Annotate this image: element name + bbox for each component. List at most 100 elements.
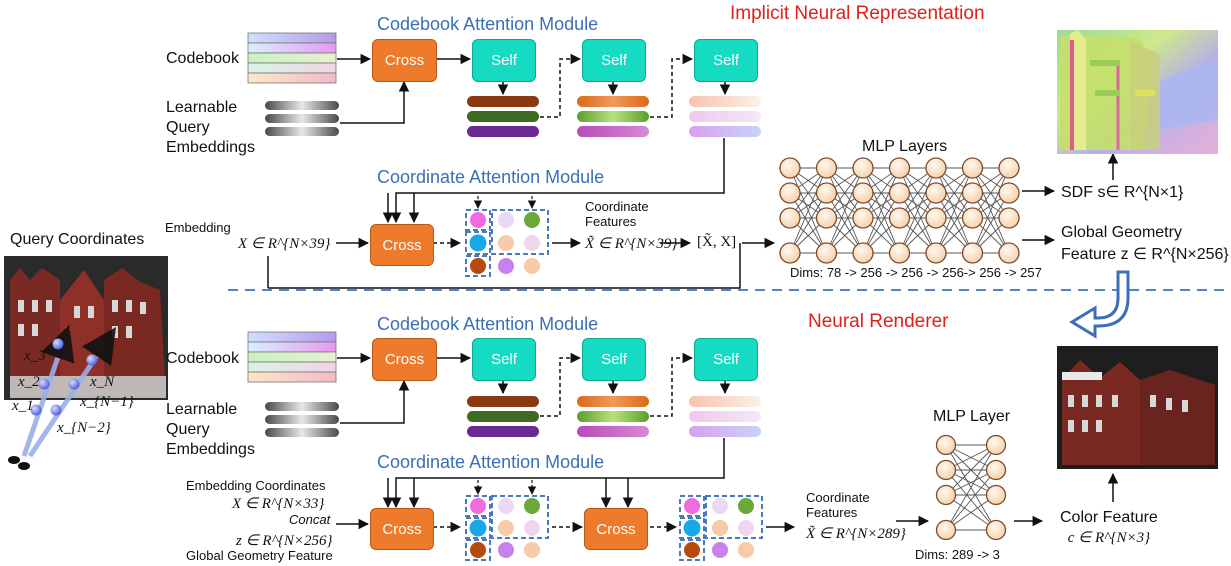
query-emb-line-2: Query: [166, 119, 210, 136]
embedding-label: Embedding: [165, 220, 231, 235]
mlp-node: [961, 182, 984, 204]
mlp-edge: [789, 192, 827, 254]
mlp-node: [935, 484, 957, 506]
mlp-node: [925, 182, 947, 204]
query-emb-line-1-bottom: Learnable: [166, 401, 238, 418]
coord-features-line-1: Coordinate: [585, 199, 649, 214]
coordinate-features-label-top: Coordinate Features: [585, 199, 649, 229]
mlp-node: [779, 242, 801, 264]
mlp-node: [779, 182, 801, 204]
query-emb-line-2-bottom: Query: [166, 421, 210, 438]
mlp-node: [925, 242, 947, 264]
coordinate-module-title-bottom: Coordinate Attention Module: [377, 452, 605, 472]
mlp-edge: [826, 167, 864, 254]
token-stack-2-top: [577, 96, 649, 137]
mlp-node: [925, 157, 947, 179]
ray-label-xn-1: x_{N−1}: [80, 394, 134, 410]
mlp-edge: [945, 444, 997, 496]
mlp-node: [998, 182, 1020, 204]
mlp-edge: [899, 192, 937, 254]
mlp-node: [985, 434, 1007, 456]
coord-features-line-1-bottom: Coordinate: [806, 490, 870, 505]
mlp-dims-bottom: Dims: 289 -> 3: [915, 547, 1000, 562]
cross-attention-block-bottom: Cross: [372, 338, 437, 381]
mlp-layer-network: [935, 434, 1007, 541]
color-feature-label: Color Feature c ∈ R^{N×3}: [1060, 508, 1158, 548]
mlp-node: [815, 157, 838, 179]
query-emb-line-3: Embeddings: [166, 139, 255, 156]
mlp-node: [852, 242, 874, 264]
color-feature-line-1: Color Feature: [1060, 509, 1158, 526]
mlp-node: [961, 157, 984, 179]
coord-features-line-2-bottom: Features: [806, 505, 858, 520]
camera-rays: [8, 324, 117, 470]
mlp-layers-title: MLP Layers: [862, 138, 948, 155]
coordinate-module-title-top: Coordinate Attention Module: [377, 167, 605, 187]
query-embeddings-bottom: [265, 402, 339, 437]
mlp-node: [961, 207, 984, 229]
mlp-node: [935, 459, 957, 481]
mlp-edge: [862, 192, 900, 254]
token-stack-1-bottom: [467, 396, 539, 437]
coordinate-token-grid-top: [465, 196, 549, 277]
mlp-node: [815, 242, 838, 264]
mlp-layers-network: [779, 157, 1020, 264]
embedding-coordinates-label: Embedding Coordinates: [186, 478, 326, 493]
mlp-node: [779, 157, 801, 179]
query-embeddings-label-bottom: Learnable Query Embeddings: [166, 400, 255, 460]
global-geometry-line-2: Feature z ∈ R^{N×256}: [1061, 246, 1229, 263]
mlp-layer-title: MLP Layer: [933, 408, 1011, 425]
sdf-output-label: SDF s∈ R^{N×1}: [1061, 184, 1184, 201]
mlp-edge: [935, 167, 973, 254]
codebook-module-title-top: Codebook Attention Module: [377, 14, 599, 34]
mlp-node: [815, 182, 838, 204]
cross-attention-coord-bottom-2: Cross: [584, 508, 648, 550]
ray-label-xn: x_N: [90, 374, 115, 390]
query-coordinates-label: Query Coordinates: [10, 231, 145, 248]
ray-label-x2: x_2: [18, 374, 40, 390]
mlp-edge: [826, 192, 864, 254]
coordinate-features-label-bottom: Coordinate Features: [806, 490, 870, 520]
mlp-edge: [789, 167, 827, 254]
self-attention-block-3-top: Self: [694, 39, 758, 82]
self-attention-block-1-top: Self: [472, 39, 536, 82]
mlp-node: [852, 182, 874, 204]
codebook-label-top: Codebook: [166, 50, 239, 67]
global-geometry-label: Global Geometry Feature z ∈ R^{N×256}: [1061, 222, 1229, 266]
codebook-stack-bottom: [247, 331, 337, 383]
mlp-node: [935, 519, 957, 541]
ray-label-xn-2: x_{N−2}: [57, 420, 111, 436]
cross-attention-coord-top: Cross: [370, 224, 434, 266]
mlp-node: [888, 182, 911, 204]
section-title-renderer: Neural Renderer: [808, 311, 949, 332]
self-attention-block-1-bottom: Self: [472, 338, 536, 381]
global-geometry-line-1: Global Geometry: [1061, 224, 1182, 241]
mlp-edge: [972, 192, 1010, 254]
hollow-arrow-icon: [1069, 270, 1130, 339]
ray-label-x1: x_1: [12, 398, 34, 414]
mlp-node: [888, 207, 911, 229]
mlp-edge: [945, 469, 997, 531]
mlp-node: [985, 484, 1007, 506]
query-emb-line-1: Learnable: [166, 99, 238, 116]
x-formula-bottom: X ∈ R^{N×33}: [232, 496, 325, 512]
mlp-node: [935, 434, 957, 456]
self-attention-block-3-bottom: Self: [694, 338, 758, 381]
self-attention-block-2-bottom: Self: [582, 338, 646, 381]
mlp-edge: [945, 494, 997, 531]
token-stack-2-bottom: [577, 396, 649, 437]
codebook-stack-top: [247, 32, 337, 84]
mlp-node: [852, 157, 874, 179]
mlp-node: [779, 207, 801, 229]
mlp-node: [815, 207, 838, 229]
query-emb-line-3-bottom: Embeddings: [166, 441, 255, 458]
mlp-edge: [862, 167, 900, 254]
mlp-node: [985, 519, 1007, 541]
mlp-edge: [935, 192, 973, 254]
xtilde-formula-bottom: X̃ ∈ R^{N×289}: [806, 526, 906, 542]
ray-label-x3: x_3: [24, 348, 46, 364]
mlp-node: [998, 242, 1020, 264]
mlp-node: [961, 242, 984, 264]
mlp-edge: [972, 167, 1010, 254]
